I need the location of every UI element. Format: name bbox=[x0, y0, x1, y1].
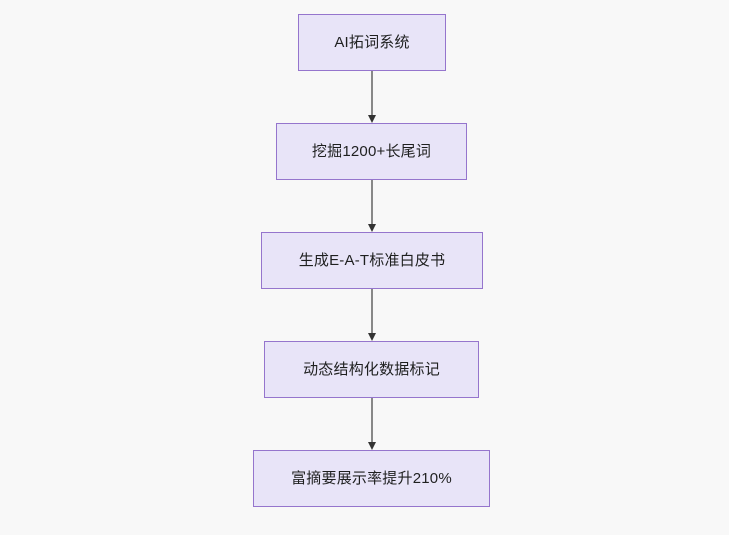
flow-edge-arrowhead-icon bbox=[367, 115, 376, 123]
flow-edge-1-to-2 bbox=[367, 71, 376, 123]
flow-edge-arrowhead-icon bbox=[367, 442, 376, 450]
flow-node-label: 富摘要展示率提升210% bbox=[291, 469, 452, 487]
flow-edge-4-to-5 bbox=[367, 398, 376, 450]
flow-edge-2-to-3 bbox=[367, 180, 376, 232]
flow-edge-line bbox=[371, 71, 373, 116]
flow-node-generate-eat-whitepaper[interactable]: 生成E-A-T标准白皮书 bbox=[261, 232, 483, 289]
flow-node-label: 动态结构化数据标记 bbox=[303, 360, 440, 378]
flow-edge-arrowhead-icon bbox=[367, 333, 376, 341]
flow-edge-line bbox=[371, 180, 373, 225]
flow-node-label: AI拓词系统 bbox=[334, 33, 410, 51]
flow-edge-line bbox=[371, 289, 373, 334]
flow-node-ai-keyword-system[interactable]: AI拓词系统 bbox=[298, 14, 446, 71]
flow-node-mine-longtail-keywords[interactable]: 挖掘1200+长尾词 bbox=[276, 123, 467, 180]
flow-node-label: 生成E-A-T标准白皮书 bbox=[298, 251, 446, 269]
flow-edge-3-to-4 bbox=[367, 289, 376, 341]
flow-node-label: 挖掘1200+长尾词 bbox=[311, 142, 432, 160]
flow-edge-line bbox=[371, 398, 373, 443]
flow-edge-arrowhead-icon bbox=[367, 224, 376, 232]
flow-node-rich-snippet-uplift[interactable]: 富摘要展示率提升210% bbox=[253, 450, 490, 507]
flow-node-dynamic-structured-data[interactable]: 动态结构化数据标记 bbox=[264, 341, 479, 398]
